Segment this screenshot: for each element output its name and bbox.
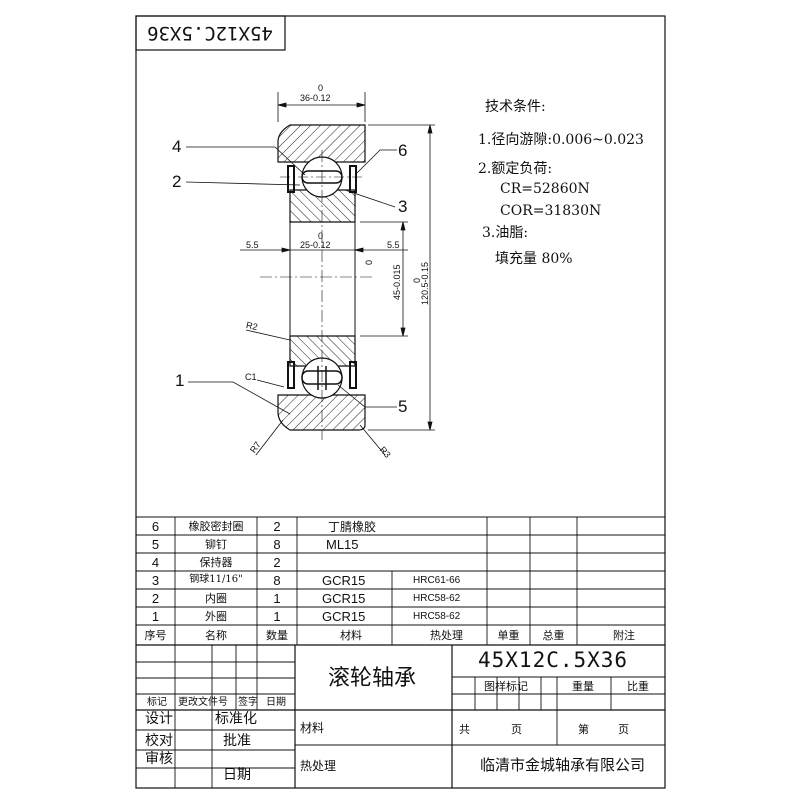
header-no: 序号 (144, 629, 167, 642)
row-name: 保持器 (199, 556, 233, 569)
dim-bore (360, 221, 408, 337)
sheet-frame (135, 15, 666, 789)
seal-left-upper (287, 165, 295, 193)
row-name: 内圈 (205, 592, 227, 605)
tech-item-cr: CR=52860N (500, 181, 590, 197)
approve-label: 批准 (223, 733, 251, 749)
row-no: 5 (151, 537, 160, 552)
signature-label: 签字 (238, 697, 258, 708)
callout-3: 3 (398, 197, 408, 216)
drawing-number: 45X12C.5X36 (478, 648, 629, 672)
row-no: 6 (151, 519, 160, 534)
row-name: 外圈 (205, 610, 227, 623)
row-heat: HRC58-62 (413, 611, 461, 622)
mark-label: 标记 (147, 697, 167, 708)
callout-1: 1 (175, 371, 185, 390)
dim-bore-upper: 0 (364, 259, 374, 265)
tech-item-grease: 3.油脂: (482, 225, 529, 241)
row-material: ML15 (326, 537, 359, 552)
dim-inner-upper: 0 (318, 231, 324, 241)
marking-label: 图样标记 (484, 680, 528, 693)
dim-width-top (277, 92, 366, 122)
heat-label: 热处理 (300, 759, 337, 773)
review-label: 审核 (145, 751, 173, 767)
dim-width-top-upper: 0 (318, 83, 324, 93)
row-no: 4 (151, 555, 160, 570)
dim-inner-width (240, 225, 408, 260)
seal-right-lower (349, 361, 357, 389)
date2-label: 日期 (223, 767, 251, 783)
dim-od (368, 124, 435, 431)
dim-c1: C1 (245, 372, 257, 382)
row-no: 3 (151, 573, 160, 588)
row-material: GCR15 (322, 573, 366, 588)
dim-width-top-text: 36-0.12 (300, 93, 331, 103)
leader-lines (185, 146, 397, 456)
row-name: 橡胶密封圈 (188, 520, 244, 533)
corner-code-box (135, 15, 286, 51)
header-unit: 单重 (497, 629, 520, 642)
row-material: 丁腈橡胶 (328, 520, 377, 534)
change-doc-label: 更改文件号 (178, 697, 228, 708)
callout-2: 2 (172, 172, 182, 191)
row-name: 钢球11/16" (189, 574, 243, 585)
proofread-label: 校对 (145, 733, 173, 749)
row-qty: 8 (273, 537, 281, 552)
row-qty: 2 (273, 555, 281, 570)
dim-inner-text: 25-0.12 (300, 240, 331, 250)
callout-6: 6 (398, 141, 408, 160)
weight-label: 重量 (572, 680, 594, 693)
standard-label: 标准化 (215, 711, 257, 727)
row-heat: HRC61-66 (413, 575, 461, 586)
dim-bore-text: 45-0.015 (392, 264, 402, 300)
callout-5: 5 (398, 397, 408, 416)
header-total: 总重 (542, 629, 565, 642)
company-name: 临清市金城轴承有限公司 (480, 756, 646, 774)
page2-label: 页 (618, 723, 629, 736)
callout-4: 4 (172, 137, 182, 156)
row-no: 2 (151, 591, 160, 606)
seal-right-upper (349, 165, 357, 193)
row-material: GCR15 (322, 609, 366, 624)
upper-section (277, 124, 366, 223)
header-qty: 数量 (266, 629, 288, 642)
header-heat: 热处理 (430, 629, 463, 642)
dim-right-55: 5.5 (387, 240, 400, 250)
seal-left-lower (287, 361, 295, 389)
tech-item-fill: 填充量 80% (495, 251, 573, 267)
part-name: 滚轮轴承 (328, 666, 417, 691)
header-material: 材料 (340, 629, 362, 642)
row-heat: HRC58-62 (413, 593, 461, 604)
row-qty: 1 (273, 609, 281, 624)
header-note: 附注 (613, 629, 635, 642)
sheet-no-label: 第 (578, 723, 589, 736)
row-no: 1 (151, 609, 160, 624)
date-label: 日期 (266, 697, 286, 708)
design-label: 设计 (145, 711, 173, 727)
dim-od-text: 120.5-0.15 (420, 261, 430, 305)
corner-drawing-code: 45X12C.5X36 (147, 22, 273, 44)
total-label: 共 (459, 723, 470, 736)
header-name: 名称 (205, 629, 227, 642)
dim-left-55: 5.5 (246, 240, 259, 250)
tech-item-load: 2.额定负荷: (478, 161, 553, 177)
row-qty: 8 (273, 573, 281, 588)
row-qty: 2 (273, 519, 281, 534)
row-material: GCR15 (322, 591, 366, 606)
row-qty: 1 (273, 591, 281, 606)
outer-ring-lower (277, 394, 366, 431)
lower-section (277, 335, 366, 431)
scale-label: 比重 (627, 680, 649, 693)
tech-item-clearance: 1.径向游隙:0.006~0.023 (478, 132, 644, 148)
tech-item-cor: COR=31830N (500, 203, 602, 219)
page-label: 页 (511, 723, 522, 736)
tech-title: 技术条件: (485, 99, 546, 115)
material-label: 材料 (300, 721, 325, 735)
row-name: 铆钉 (205, 538, 227, 551)
